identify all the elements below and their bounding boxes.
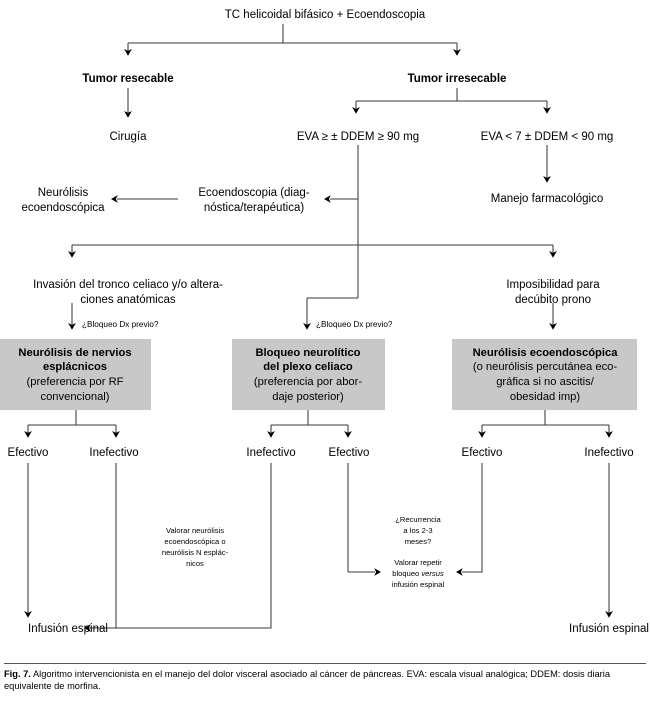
connector-third-split (68, 244, 557, 258)
connector-b1-inefectivo-infusion (83, 463, 117, 632)
connector-root-split (124, 24, 461, 56)
connector-evahigh-trunk (323, 145, 359, 298)
note-recurrencia-1: ¿Recurrencia (395, 515, 441, 524)
node-invasion-tronco-celiaco: Invasión del tronco celiaco y/o altera- (33, 279, 223, 291)
figure-caption-text: Algoritmo intervencionista en el manejo … (4, 669, 610, 692)
node-cirugia: Cirugía (109, 131, 147, 143)
outcome-box2-right: Efectivo (329, 447, 370, 459)
outcome-box1-right: Inefectivo (89, 447, 138, 459)
note-recurrencia-2: a los 2-3 (403, 526, 432, 535)
note-valorar-repetir-3: infusión espinal (392, 580, 445, 589)
outcome-box2-left: Inefectivo (246, 447, 295, 459)
outcome-box1-left: Efectivo (8, 447, 49, 459)
node-eva-alta: EVA ≥ ± DDEM ≥ 90 mg (297, 131, 419, 143)
note-valorar-neurolisis-3: neurólisis N esplác- (162, 548, 229, 557)
node-root-label: TC helicoidal bifásico + Ecoendoscopia (225, 9, 426, 21)
figure-caption: Fig. 7. Algoritmo intervencionista en el… (4, 668, 646, 693)
box2-line-3: (preferencia por abor- (254, 376, 362, 388)
note-recurrencia-3: meses? (405, 537, 432, 546)
caption-divider (4, 663, 646, 664)
node-neurolisis-ecoendoscopica-label-2: ecoendoscópica (21, 202, 105, 214)
box3-line-2: (o neurólisis percutánea eco- (473, 361, 618, 373)
node-tumor-irresecable: Tumor irresecable (408, 73, 507, 85)
node-neurolisis-ecoendoscopica-label: Neurólisis (38, 187, 89, 199)
connector-trunk-to-box2 (303, 297, 358, 330)
outcome-box3-right: Inefectivo (584, 447, 633, 459)
note-valorar-repetir-2-italic: versus (421, 569, 444, 578)
note-valorar-repetir-2-pre: bloqueo (392, 569, 421, 578)
node-imposibilidad-decubito: Imposibilidad para (506, 279, 600, 291)
box2-line-1: Bloqueo neurolítico (255, 347, 360, 359)
box1-line-2: esplácnicos (43, 361, 107, 373)
note-valorar-neurolisis-1: Valorar neurólisis (166, 526, 224, 535)
figure-number: Fig. 7. (4, 669, 31, 679)
node-imposibilidad-decubito-2: decúbito prono (515, 294, 591, 306)
connector-box3-outcomes (478, 410, 613, 438)
box2-line-4: daje posterior) (272, 391, 344, 403)
box1-line-4: convencional) (40, 391, 109, 403)
box2-line-2: del plexo celiaco (263, 361, 353, 373)
label-bloqueo-dx-previo-2: ¿Bloqueo Dx previo? (316, 320, 393, 329)
box-neurolisis-esplacnicos (0, 339, 151, 410)
box1-line-3: (preferencia por RF (27, 376, 124, 388)
connector-b2-inefectivo-infusion (90, 463, 272, 629)
outcome-box3-left: Efectivo (462, 447, 503, 459)
label-bloqueo-dx-previo-1: ¿Bloqueo Dx previo? (82, 320, 159, 329)
box3-line-3: gráfica si no ascitis/ (496, 376, 595, 388)
connector-b3-efectivo-recurrencia (455, 463, 483, 576)
box-bloqueo-plexo-celiaco (232, 339, 385, 410)
connector-b2-efectivo-recurrencia (347, 463, 381, 576)
connector-irresectable-split (352, 88, 551, 114)
node-invasion-tronco-celiaco-2: ciones anatómicas (80, 294, 175, 306)
node-manejo-farmacologico: Manejo farmacológico (491, 193, 604, 205)
box-neurolisis-ecoendoscopica (452, 339, 637, 410)
node-ecoendoscopia-label: Ecoendoscopia (diag- (198, 187, 309, 199)
note-valorar-neurolisis-2: ecoendoscópica o (164, 537, 225, 546)
note-valorar-neurolisis-4: nicos (186, 559, 204, 568)
box3-line-4: obesidad imp) (510, 391, 581, 403)
box3-line-1: Neurólisis ecoendoscópica (473, 347, 619, 359)
terminal-infusion-espinal-left: Infusión espinal (28, 623, 108, 635)
note-valorar-repetir-2: bloqueo versus (392, 569, 444, 578)
node-eva-baja: EVA < 7 ± DDEM < 90 mg (481, 131, 614, 143)
terminal-infusion-espinal-right: Infusión espinal (569, 623, 649, 635)
box1-line-1: Neurólisis de nervios (18, 347, 131, 359)
note-valorar-repetir-1: Valorar repetir (394, 558, 442, 567)
node-tumor-resecable: Tumor resecable (82, 73, 173, 85)
node-ecoendoscopia-label-2: nóstica/terapéutica) (204, 202, 305, 214)
connector-box1-outcomes (24, 410, 120, 438)
connector-box2-outcomes (267, 410, 352, 438)
